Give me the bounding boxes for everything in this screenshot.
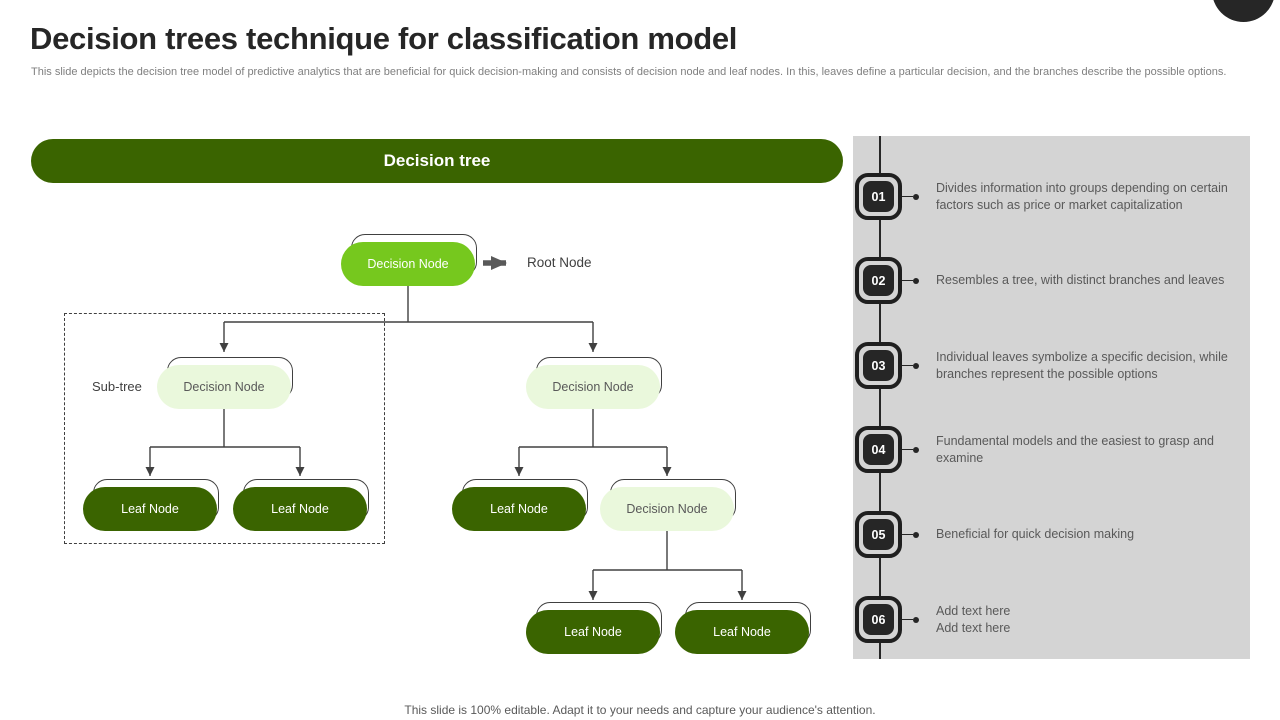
- badge-number: 03: [863, 350, 894, 381]
- node-subtree-leaf-1: Leaf Node: [83, 479, 219, 531]
- node-label: Leaf Node: [490, 502, 548, 516]
- number-badge: 05: [855, 511, 902, 558]
- node-label: Leaf Node: [713, 625, 771, 639]
- badge-number: 05: [863, 519, 894, 550]
- sidebar-item-text: Add text here Add text here: [936, 604, 1011, 635]
- root-node-annotation: Root Node: [527, 255, 592, 270]
- sidebar-item-text: Resembles a tree, with distinct branches…: [936, 273, 1225, 288]
- sidebar-item-text: Divides information into groups dependin…: [936, 181, 1228, 212]
- node-label: Decision Node: [552, 380, 634, 394]
- sidebar-item-text: Beneficial for quick decision making: [936, 527, 1135, 542]
- slide-description: This slide depicts the decision tree mod…: [31, 66, 1227, 78]
- sidebar-item-06: 06 Add text here Add text here: [853, 596, 1242, 643]
- badge-connector: [902, 364, 913, 367]
- corner-decoration-circle: [1212, 0, 1275, 22]
- footer-note: This slide is 100% editable. Adapt it to…: [404, 703, 876, 717]
- badge-connector: [902, 448, 913, 451]
- badge-number: 04: [863, 434, 894, 465]
- subtree-label: Sub-tree: [92, 379, 142, 394]
- node-lower-decision: Decision Node: [600, 479, 736, 531]
- timeline-line: [879, 136, 881, 659]
- number-badge: 06: [855, 596, 902, 643]
- node-subtree-leaf-2: Leaf Node: [233, 479, 369, 531]
- number-badge: 02: [855, 257, 902, 304]
- sidebar-item-text: Individual leaves symbolize a specific d…: [936, 350, 1228, 381]
- node-right-leaf: Leaf Node: [452, 479, 588, 531]
- number-badge: 04: [855, 426, 902, 473]
- number-badge: 03: [855, 342, 902, 389]
- badge-connector: [902, 195, 913, 198]
- number-badge: 01: [855, 173, 902, 220]
- badge-connector: [902, 279, 913, 282]
- sidebar-item-01: 01 Divides information into groups depen…: [853, 173, 1242, 220]
- page-title: Decision trees technique for classificat…: [30, 21, 738, 56]
- badge-number: 06: [863, 604, 894, 635]
- sidebar: 01 Divides information into groups depen…: [853, 136, 1250, 659]
- badge-connector: [902, 618, 913, 621]
- node-bottom-leaf-1: Leaf Node: [526, 602, 662, 654]
- node-label: Leaf Node: [121, 502, 179, 516]
- badge-connector: [902, 533, 913, 536]
- node-subtree-decision: Decision Node: [157, 357, 293, 409]
- node-label: Leaf Node: [271, 502, 329, 516]
- sidebar-item-05: 05 Beneficial for quick decision making: [853, 511, 1242, 558]
- sidebar-item-04: 04 Fundamental models and the easiest to…: [853, 426, 1242, 473]
- node-right-decision: Decision Node: [526, 357, 662, 409]
- sidebar-item-02: 02 Resembles a tree, with distinct branc…: [853, 257, 1242, 304]
- node-label: Decision Node: [626, 502, 708, 516]
- sidebar-item-03: 03 Individual leaves symbolize a specifi…: [853, 342, 1242, 389]
- node-label: Decision Node: [367, 257, 449, 271]
- node-label: Decision Node: [183, 380, 265, 394]
- node-label: Leaf Node: [564, 625, 622, 639]
- banner-label: Decision tree: [383, 151, 491, 170]
- node-bottom-leaf-2: Leaf Node: [675, 602, 811, 654]
- decision-tree-banner: Decision tree: [31, 139, 843, 183]
- sidebar-item-text: Fundamental models and the easiest to gr…: [936, 434, 1214, 465]
- badge-number: 02: [863, 265, 894, 296]
- badge-number: 01: [863, 181, 894, 212]
- subtree-dashed-box: [64, 313, 385, 544]
- node-root-decision: Decision Node: [341, 234, 477, 286]
